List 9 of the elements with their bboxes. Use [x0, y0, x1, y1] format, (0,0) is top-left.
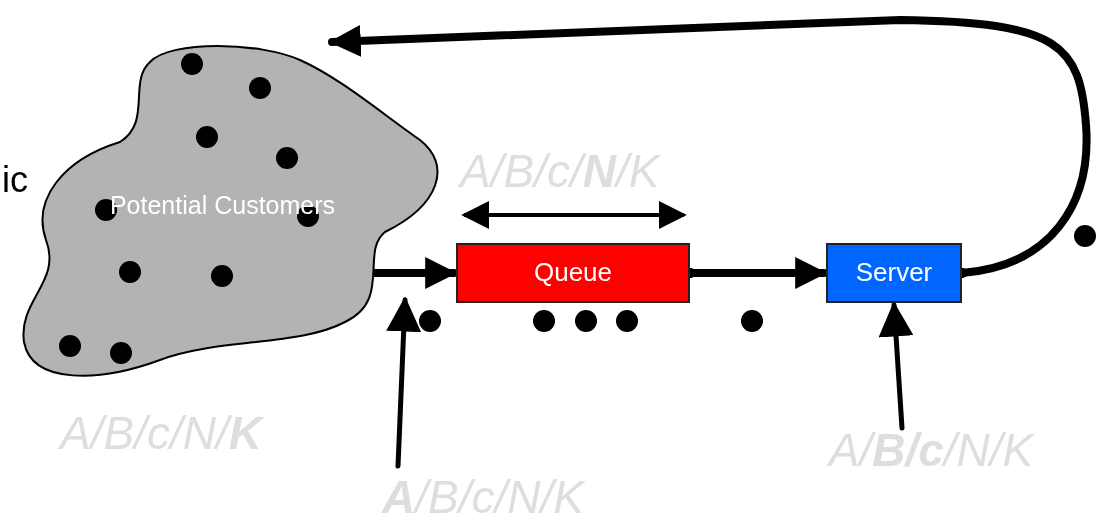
node-label: Queue [533, 256, 613, 290]
cut-off-text: ic [2, 162, 28, 198]
queue-box [456, 243, 690, 303]
node-label: Server [855, 256, 933, 290]
node-label: Potential Customers [109, 189, 336, 221]
arrow [386, 296, 422, 469]
arrow [878, 301, 914, 431]
server-box [826, 243, 962, 303]
arrow [328, 16, 1091, 279]
